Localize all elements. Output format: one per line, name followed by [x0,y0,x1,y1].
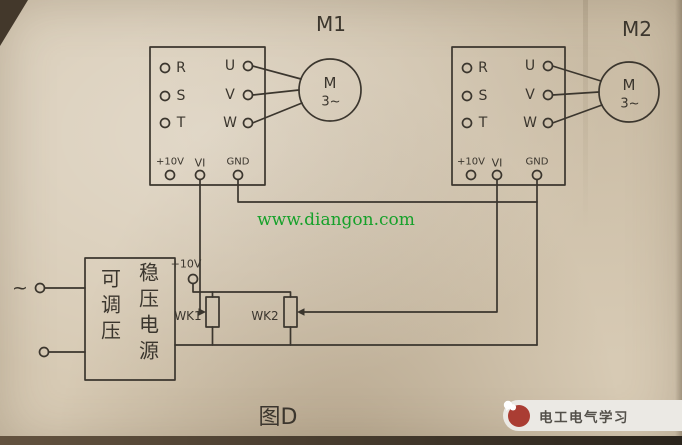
inverter-2-box [451,46,566,186]
power-supply-text-right: 稳压电源 [135,262,160,366]
wire-u2-motor [551,65,602,82]
terminal-s2 [461,90,473,102]
inverter1-label-w: W [223,115,237,131]
terminal-r1 [159,62,171,74]
terminal-v2 [542,89,554,101]
wire-v2-motor [551,91,600,96]
ac-tilde-symbol: ~ [12,277,28,299]
wk1-wiper-arrow-icon [198,308,206,316]
terminal-s1 [159,90,171,102]
motor-2-phase: 3~ [620,96,640,112]
inverter-1-box [149,46,266,186]
motor-2-letter: M [622,76,636,94]
footer-brand-text: 电工电气学习 [539,409,629,426]
motor-1-title: M1 [316,12,346,36]
terminal-t1 [159,117,171,129]
terminal-ps-10v [187,273,199,285]
power-supply-box [84,257,176,381]
terminal-gnd-2 [531,169,543,181]
terminal-gnd-1 [232,169,244,181]
paper-crease [583,0,588,230]
wechat-logo-icon [503,400,530,427]
inverter2-label-v: V [525,87,535,103]
inverter2-label-10v: +10V [457,156,485,168]
terminal-u1 [242,60,254,72]
inverter2-label-s: S [478,88,488,104]
footer-brand-band: 电工电气学习 [503,400,682,431]
terminal-v1 [242,89,254,101]
chat-bubbles-icon [503,400,517,411]
inverter2-label-r: R [478,60,488,76]
terminal-ac-top [34,282,46,294]
pot-wk2-body [283,296,298,328]
wire-w2-motor [551,104,603,124]
pot-wk2-label: WK2 [251,309,279,323]
inverter2-label-w: W [523,115,537,131]
wire-w1-motor [251,102,303,124]
wire-wk1-wiper-vi1 [198,178,201,313]
inverter1-label-gnd: GND [226,156,250,168]
terminal-vi-2 [491,169,503,181]
terminal-ac-bottom [38,346,50,358]
wire-gnd1-link [237,178,538,203]
pot-wk1-body [205,296,220,328]
pot-wk1-label: WK1 [174,309,202,323]
power-supply-text-left: 可调压 [97,268,122,346]
inverter1-label-r: R [176,60,186,76]
terminal-10v-1 [164,169,176,181]
photo-edge-shadow [675,0,682,445]
inverter2-label-gnd: GND [525,156,549,168]
wire-wk2-wiper-vi2 [302,178,498,313]
terminal-w2 [542,117,554,129]
terminal-u2 [542,60,554,72]
motor-1-phase: 3~ [321,94,341,110]
figure-caption: 图D [258,405,298,430]
inverter1-label-s: S [176,88,186,104]
wire-v1-motor [251,89,300,96]
inverter1-label-10v: +10V [156,156,184,168]
inverter1-label-u: U [224,58,236,74]
terminal-t2 [461,117,473,129]
inverter2-label-vi: VI [491,156,503,170]
site-watermark: www.diangon.com [257,210,415,230]
inverter1-label-t: T [176,115,186,131]
inverter1-label-vi: VI [194,156,206,170]
terminal-10v-2 [465,169,477,181]
inverter2-label-t: T [478,115,488,131]
inverter2-label-u: U [524,58,536,74]
wire-10v-rail [192,282,292,298]
power-supply-10v-label: +10V [170,257,202,271]
terminal-r2 [461,62,473,74]
motor-2-title: M2 [622,17,652,41]
terminal-w1 [242,117,254,129]
inverter1-label-v: V [225,87,235,103]
wire-u1-motor [251,65,302,80]
terminal-vi-1 [194,169,206,181]
photo-bottom-edge [0,436,682,445]
wk2-wiper-arrow-icon [297,308,305,316]
photo-corner-shadow [0,0,28,46]
motor-1-letter: M [323,74,337,92]
